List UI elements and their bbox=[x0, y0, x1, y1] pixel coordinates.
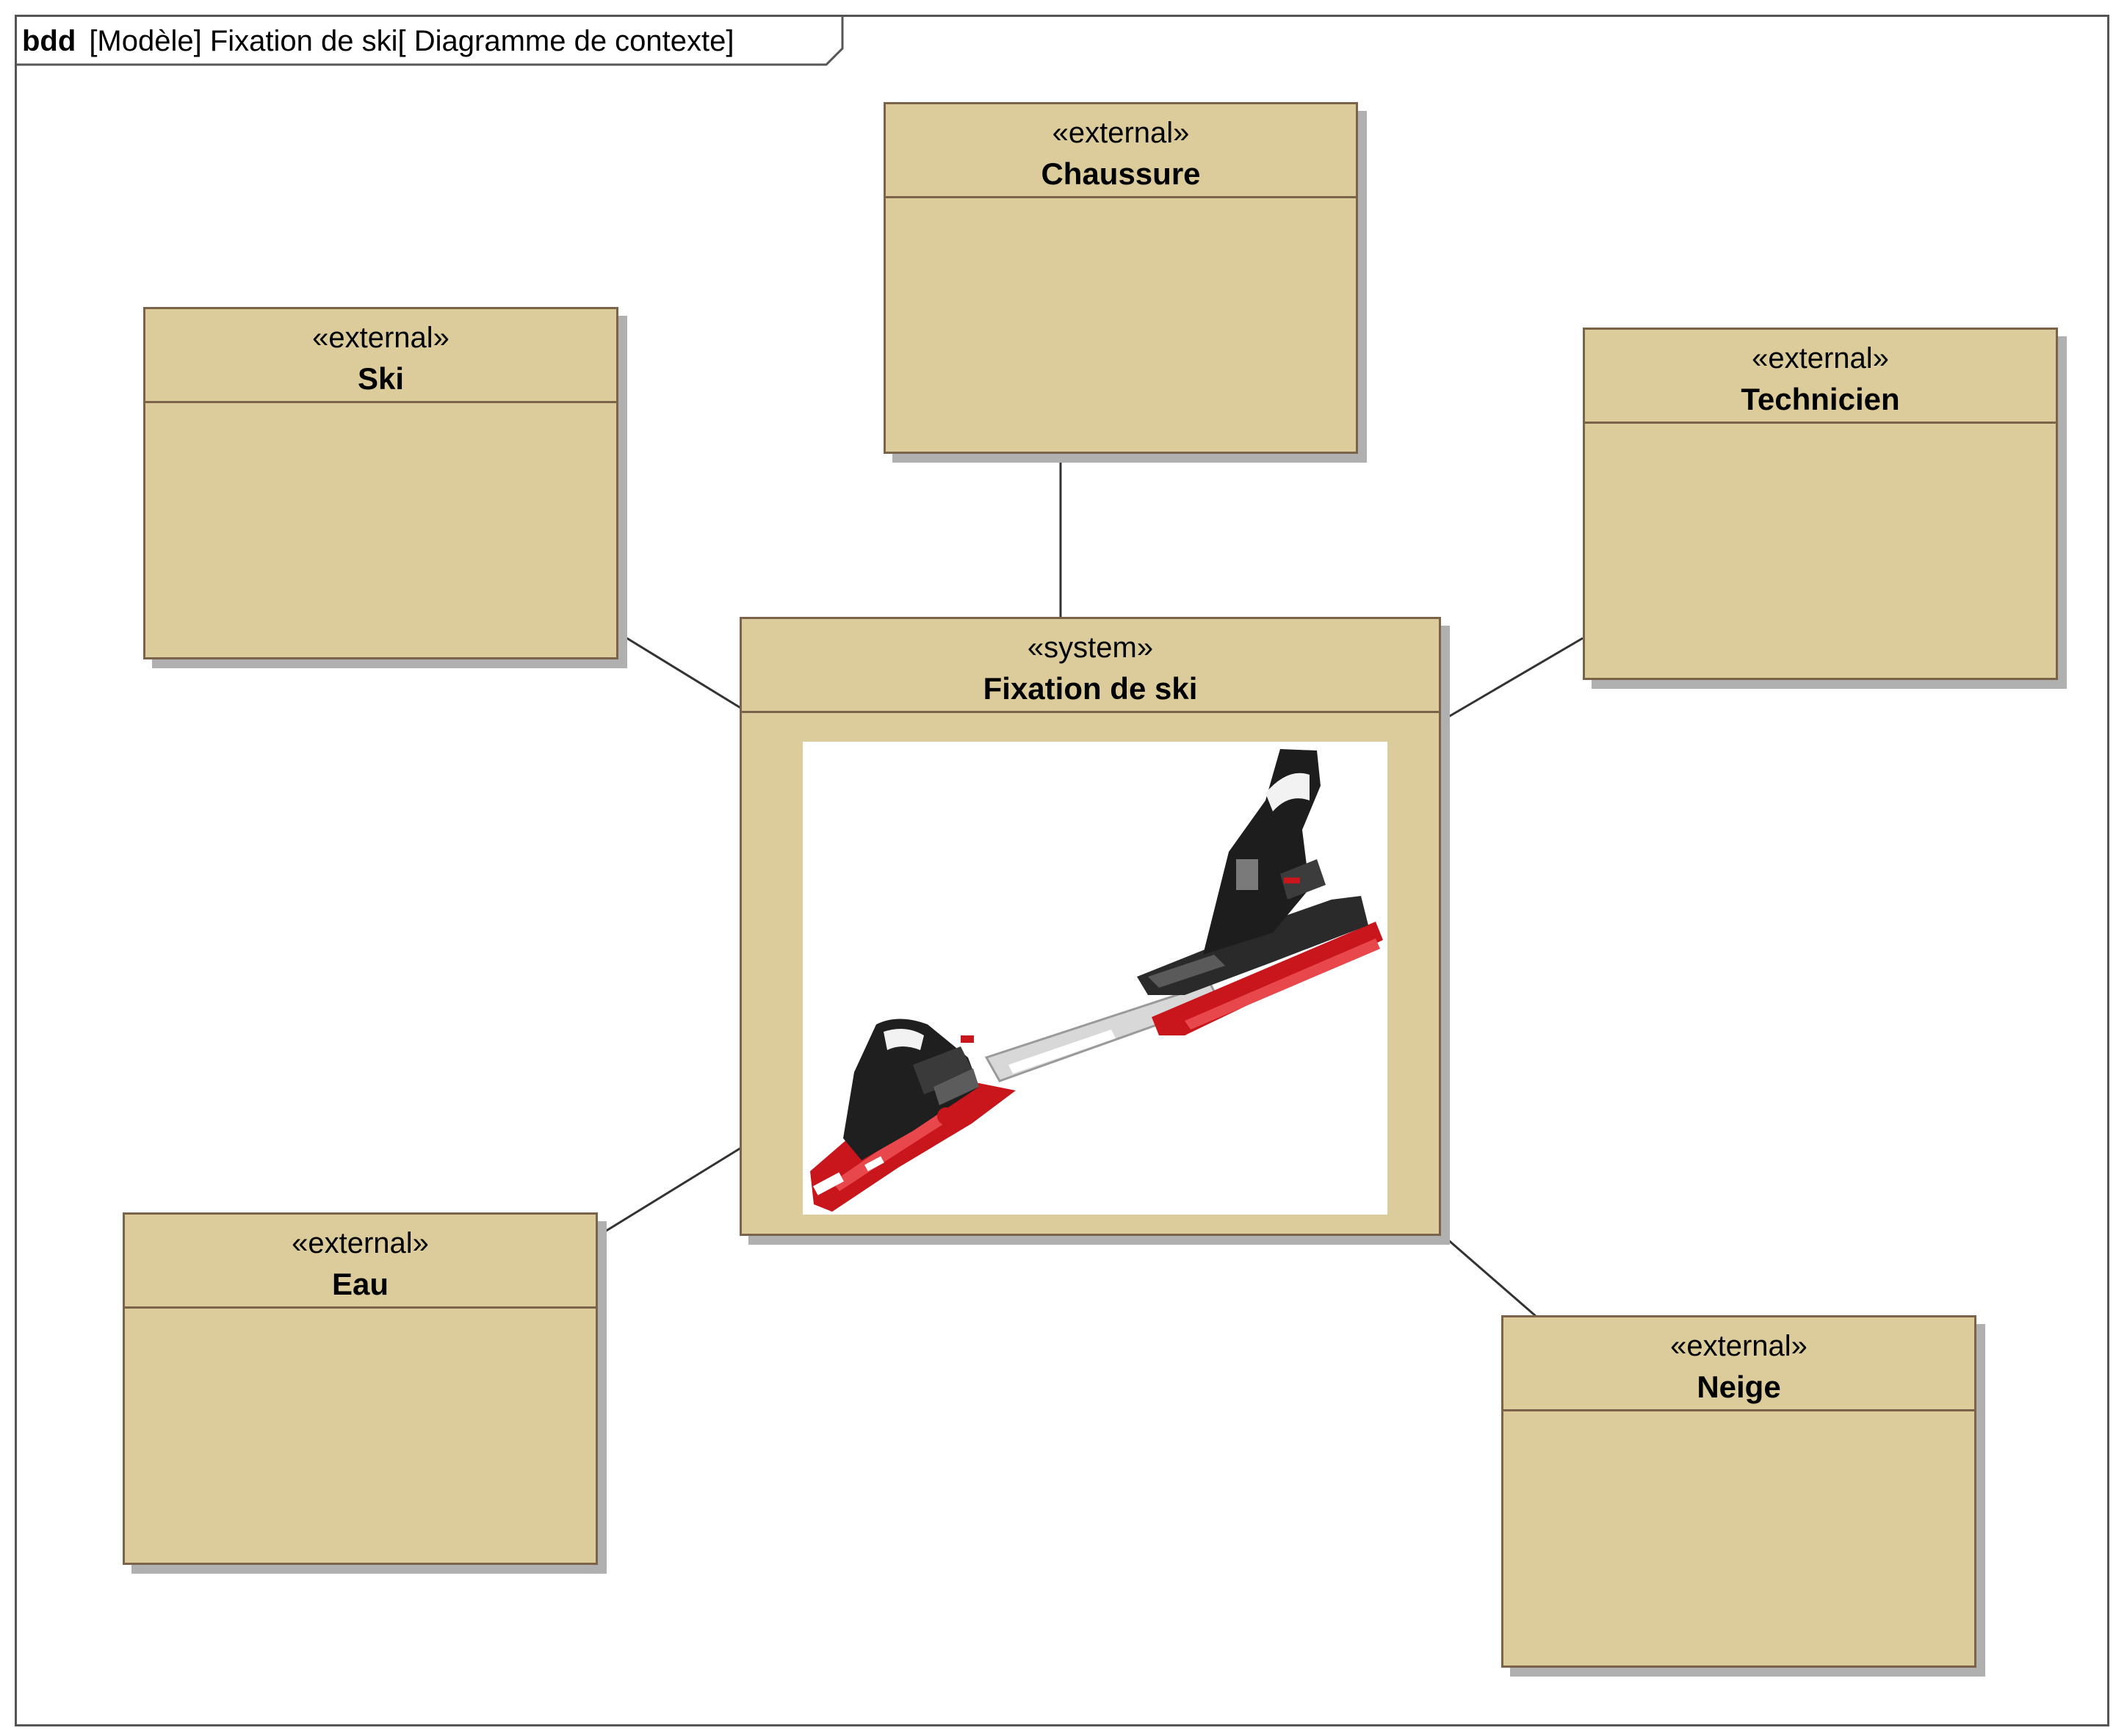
block-header: «external» Chaussure bbox=[886, 104, 1356, 198]
block-name: Eau bbox=[331, 1267, 389, 1301]
connector-ski[interactable] bbox=[618, 632, 743, 710]
block-eau[interactable]: «external» Eau bbox=[123, 1212, 598, 1565]
stereotype-label: «system» bbox=[1027, 632, 1154, 664]
connector-neige[interactable] bbox=[1440, 1232, 1537, 1318]
diagram-frame bbox=[15, 15, 2109, 1726]
frame-label: [Modèle] Fixation de ski[ Diagramme de c… bbox=[89, 25, 734, 57]
block-header: «external» Technicien bbox=[1585, 330, 2056, 424]
block-header: «system» Fixation de ski bbox=[742, 619, 1439, 713]
ski-binding-photo bbox=[803, 742, 1387, 1215]
block-ski[interactable]: «external» Ski bbox=[143, 307, 618, 659]
block-neige[interactable]: «external» Neige bbox=[1501, 1315, 1976, 1668]
block-name: Technicien bbox=[1741, 382, 1900, 416]
block-header: «external» Neige bbox=[1503, 1317, 1974, 1411]
frame-kind: bdd bbox=[22, 25, 76, 57]
stereotype-label: «external» bbox=[312, 322, 449, 354]
block-name: Fixation de ski bbox=[983, 671, 1198, 706]
block-name: Ski bbox=[357, 361, 405, 396]
block-name: Neige bbox=[1697, 1370, 1781, 1404]
block-chaussure[interactable]: «external» Chaussure bbox=[884, 102, 1358, 454]
block-header: «external» Ski bbox=[145, 309, 616, 403]
stereotype-label: «external» bbox=[1670, 1330, 1808, 1362]
stereotype-label: «external» bbox=[292, 1227, 429, 1259]
block-header: «external» Eau bbox=[125, 1215, 596, 1309]
block-name: Chaussure bbox=[1041, 156, 1201, 191]
stereotype-label: «external» bbox=[1052, 117, 1190, 149]
connector-eau[interactable] bbox=[597, 1146, 742, 1237]
stereotype-label: «external» bbox=[1752, 342, 1889, 375]
block-technicien[interactable]: «external» Technicien bbox=[1583, 328, 2058, 680]
connector-technicien[interactable] bbox=[1440, 637, 1583, 723]
frame-title: bdd [Modèle] Fixation de ski[ Diagramme d… bbox=[22, 22, 734, 60]
